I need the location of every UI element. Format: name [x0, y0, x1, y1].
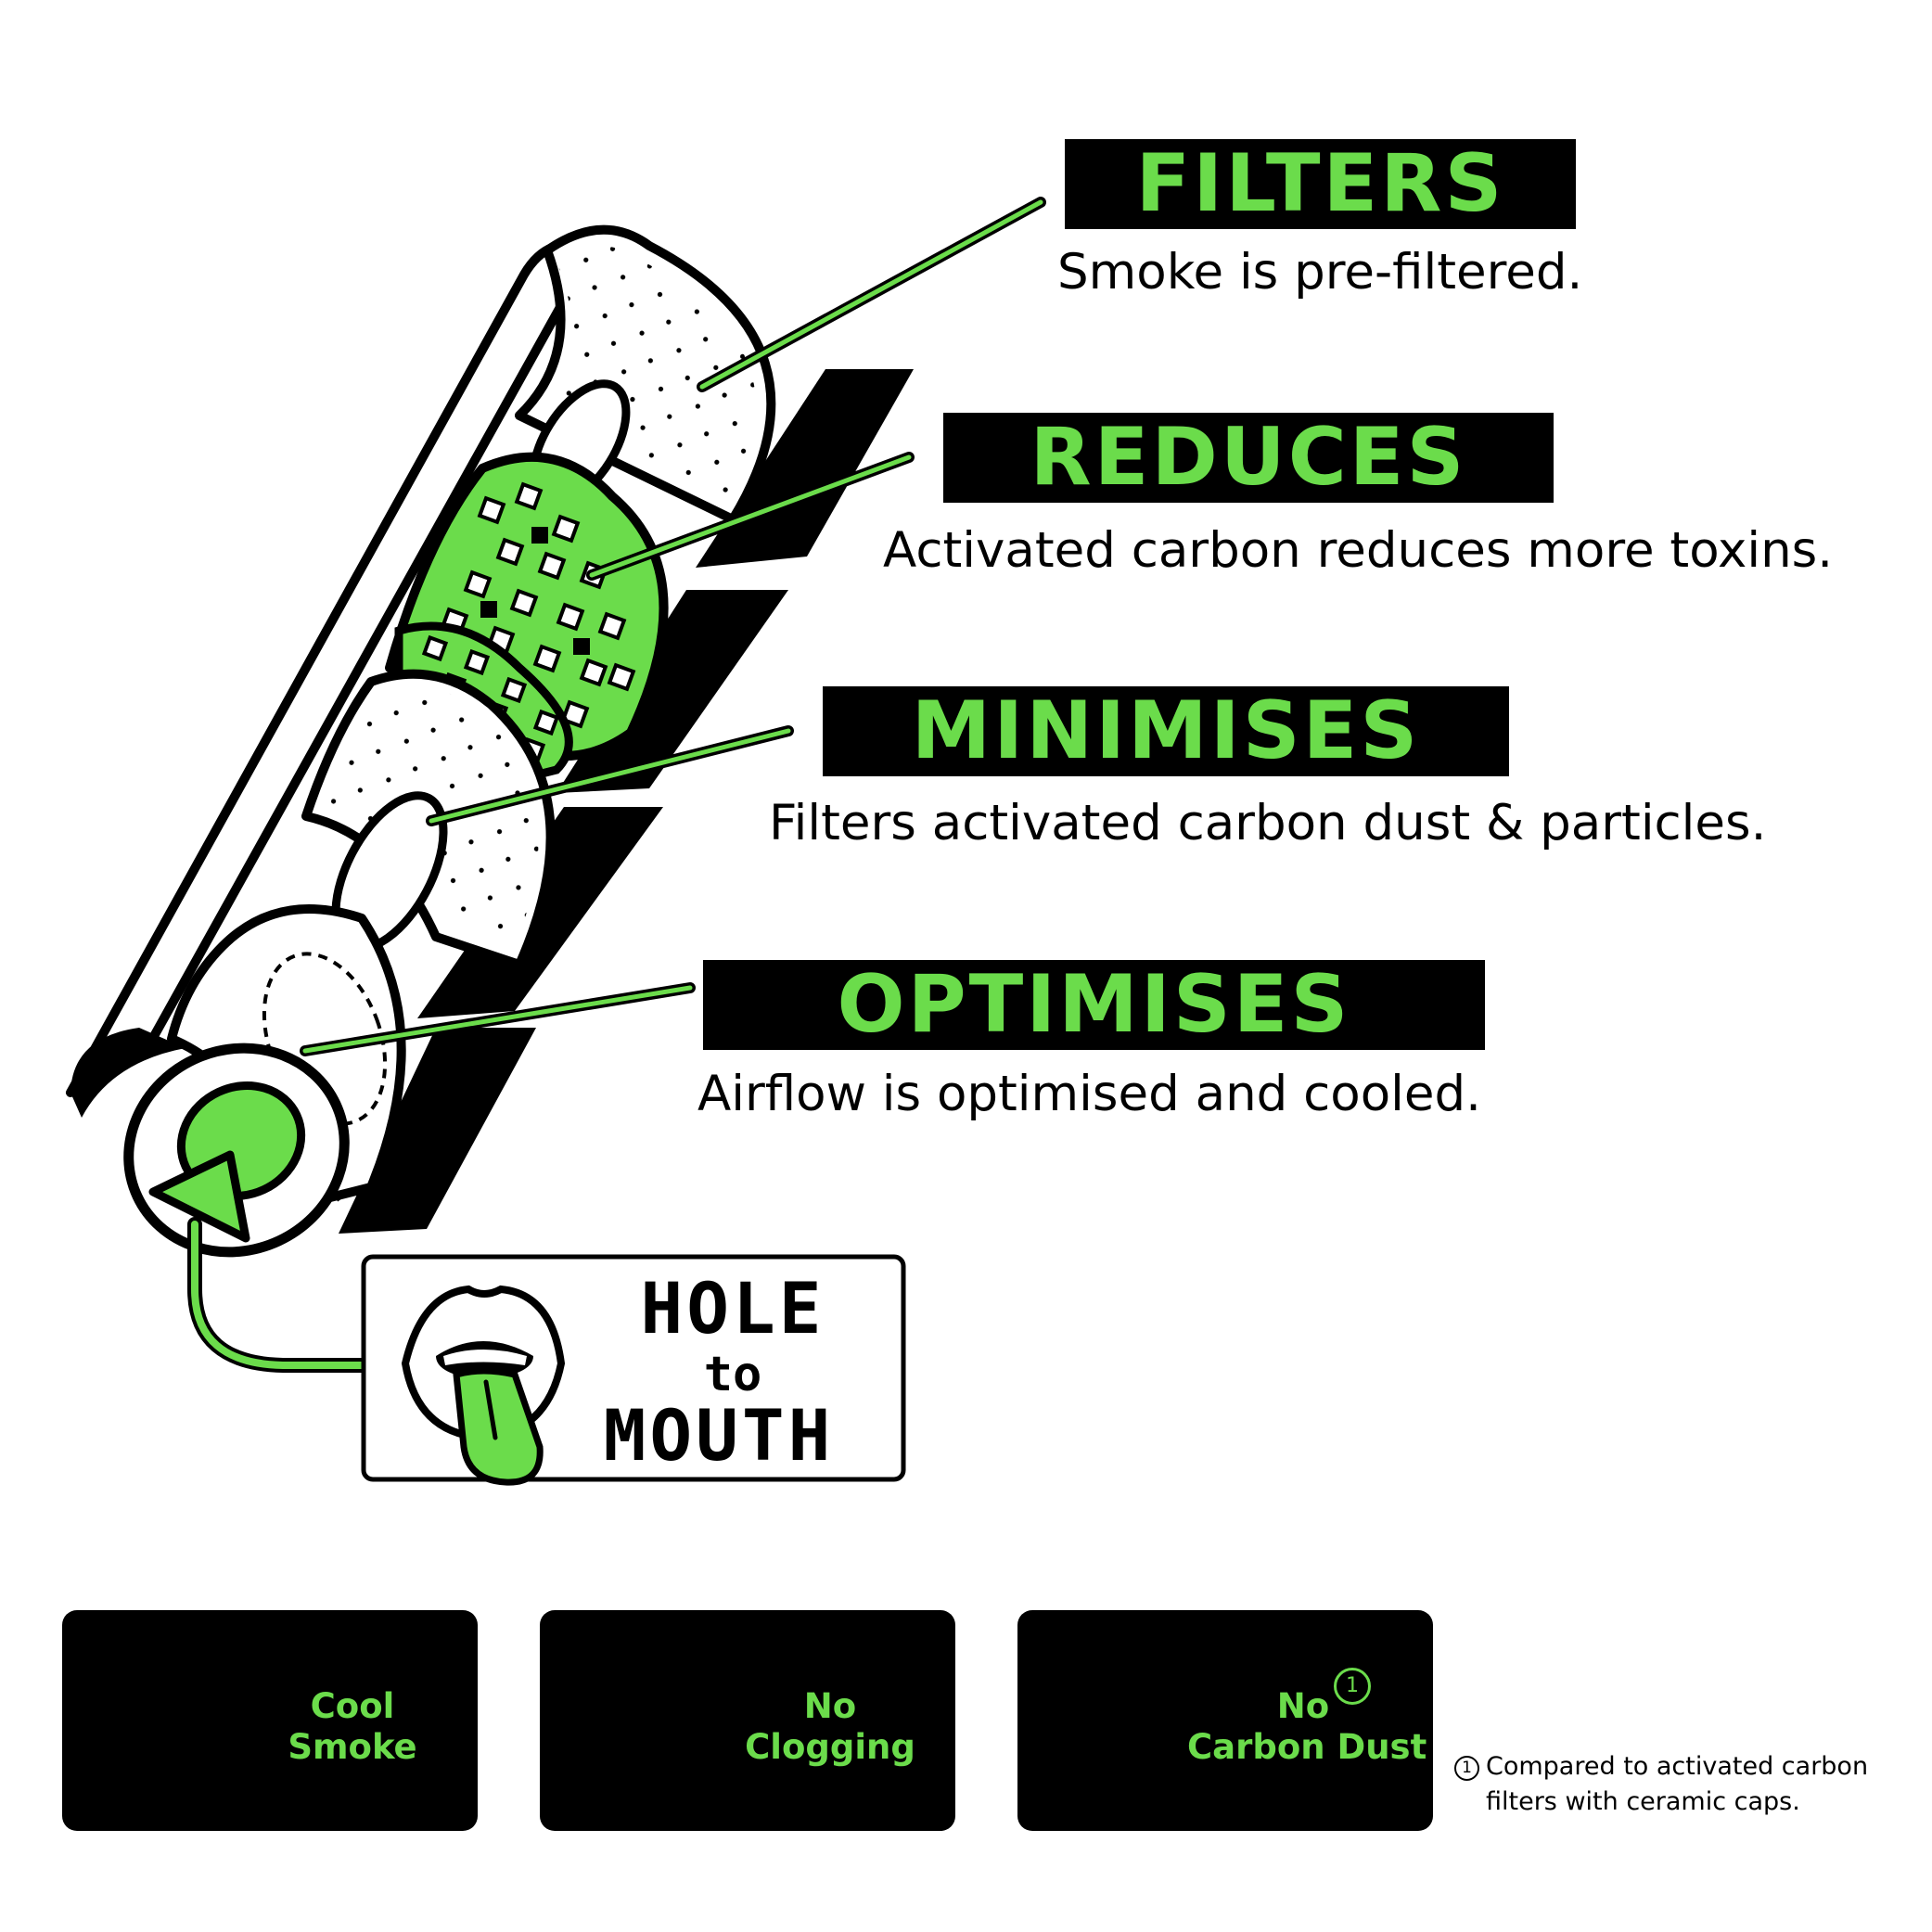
badge-no-clogging-line2: Clogging: [745, 1727, 915, 1767]
feature-title-optimises: OPTIMISES: [703, 960, 1485, 1050]
badge-cool-smoke: [62, 1610, 478, 1831]
feature-desc-filters: Smoke is pre-filtered.: [1057, 244, 1583, 301]
feature-title-reduces: REDUCES: [943, 413, 1554, 503]
lips-tongue-icon: [401, 1285, 566, 1486]
badge-no-carbon-dust-line2: Carbon Dust: [1187, 1727, 1427, 1767]
feature-desc-minimises: Filters activated carbon dust & particle…: [769, 795, 1767, 851]
footnote-mark: 1: [1454, 1756, 1479, 1781]
footnote-line2: filters with ceramic caps.: [1486, 1787, 1800, 1816]
hole-to-mouth-line3: MOUTH: [603, 1394, 835, 1477]
badge-no-clogging: [540, 1610, 955, 1831]
badge-no-carbon-dust-line1: No: [1276, 1686, 1330, 1726]
airflow-arrow: [148, 1150, 369, 1373]
feature-title-minimises: MINIMISES: [823, 686, 1509, 776]
badge-note-mark: 1: [1334, 1668, 1371, 1705]
badge-cool-smoke-line1: Cool: [310, 1686, 395, 1726]
badge-cool-smoke-label: Cool Smoke: [278, 1686, 427, 1768]
badge-no-carbon-dust: [1017, 1610, 1433, 1831]
feature-desc-reduces: Activated carbon reduces more toxins.: [883, 522, 1834, 579]
feature-title-filters: FILTERS: [1065, 139, 1576, 229]
footnote: 1 Compared to activated carbon filters w…: [1454, 1749, 1869, 1820]
footnote-line1: Compared to activated carbon: [1486, 1752, 1869, 1781]
badge-no-carbon-dust-label: No Carbon Dust: [1187, 1686, 1427, 1768]
callout-lines: [300, 197, 1046, 1056]
badge-no-clogging-label: No Clogging: [742, 1686, 918, 1768]
badge-cool-smoke-line2: Smoke: [288, 1727, 417, 1767]
hole-to-mouth-line1: HOLE: [640, 1267, 825, 1350]
hole-to-mouth-line2: to: [703, 1347, 762, 1402]
badge-no-clogging-line1: No: [803, 1686, 857, 1726]
feature-desc-optimises: Airflow is optimised and cooled.: [697, 1066, 1481, 1122]
